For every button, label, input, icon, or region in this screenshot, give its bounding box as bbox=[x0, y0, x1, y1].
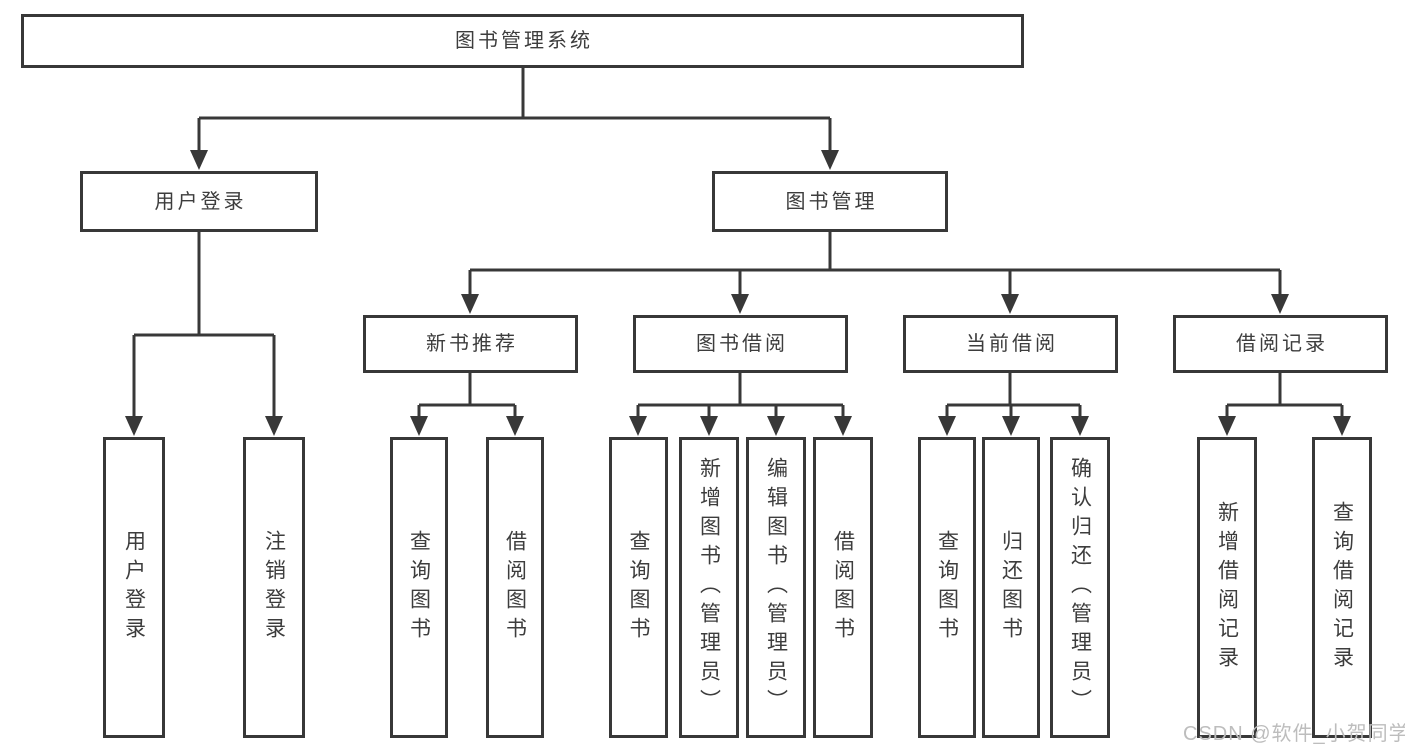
leaf-borrow-book: 借阅图书 bbox=[813, 437, 873, 738]
leaf-add-borrow-record: 新增借阅记录 bbox=[1197, 437, 1257, 738]
node-book-borrowing: 图书借阅 bbox=[633, 315, 848, 373]
leaf-return-book: 归还图书 bbox=[982, 437, 1040, 738]
leaf-add-book-admin: 新增图书（管理员） bbox=[679, 437, 739, 738]
leaf-confirm-return-admin: 确认归还（管理员） bbox=[1050, 437, 1110, 738]
node-library-management-system: 图书管理系统 bbox=[21, 14, 1024, 68]
node-current-borrowing: 当前借阅 bbox=[903, 315, 1118, 373]
leaf-edit-book-admin: 编辑图书（管理员） bbox=[746, 437, 806, 738]
node-borrowing-records: 借阅记录 bbox=[1173, 315, 1388, 373]
leaf-query-book-borrowing: 查询图书 bbox=[609, 437, 668, 738]
node-user-login-branch: 用户登录 bbox=[80, 171, 318, 232]
node-new-book-recommendation: 新书推荐 bbox=[363, 315, 578, 373]
leaf-borrow-book-recommend: 借阅图书 bbox=[486, 437, 544, 738]
leaf-user-login: 用户登录 bbox=[103, 437, 165, 738]
leaf-query-book-current: 查询图书 bbox=[918, 437, 976, 738]
leaf-query-book-recommend: 查询图书 bbox=[390, 437, 448, 738]
node-book-management-branch: 图书管理 bbox=[712, 171, 948, 232]
leaf-logout: 注销登录 bbox=[243, 437, 305, 738]
leaf-query-borrow-record: 查询借阅记录 bbox=[1312, 437, 1372, 738]
csdn-watermark: CSDN @软件_小贺同学 bbox=[1183, 723, 1405, 745]
